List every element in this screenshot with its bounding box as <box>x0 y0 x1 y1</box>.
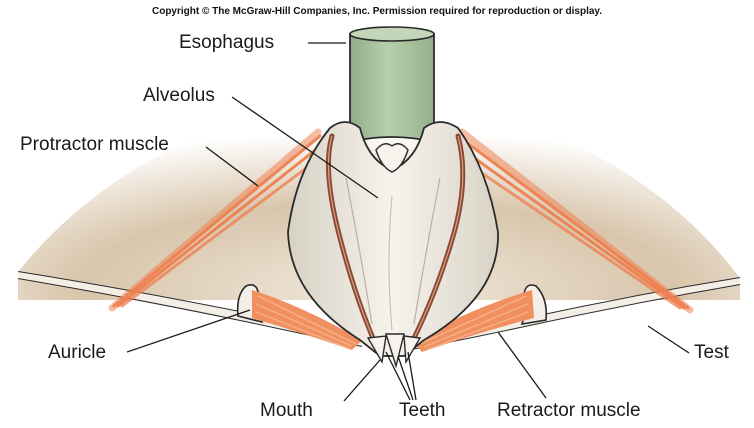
label-retractor-muscle: Retractor muscle <box>497 401 641 420</box>
teeth-tips <box>368 334 420 366</box>
label-test: Test <box>694 343 729 362</box>
label-auricle: Auricle <box>48 343 106 362</box>
label-teeth: Teeth <box>399 401 445 420</box>
label-protractor-muscle: Protractor muscle <box>20 135 169 154</box>
label-esophagus: Esophagus <box>179 33 274 52</box>
copyright-notice: Copyright © The McGraw-Hill Companies, I… <box>0 6 754 17</box>
esophagus-tube <box>350 34 434 142</box>
label-alveolus: Alveolus <box>143 86 215 105</box>
label-mouth: Mouth <box>260 401 313 420</box>
